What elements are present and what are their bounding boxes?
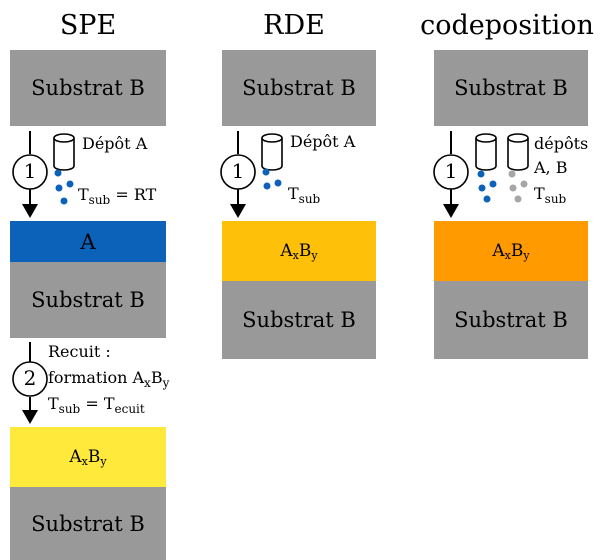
spe-substrate-top-label: Substrat B bbox=[31, 76, 145, 100]
spe-layer-a: A bbox=[10, 221, 166, 262]
spe-deposition-dots bbox=[54, 169, 74, 205]
rde-title: RDE bbox=[263, 10, 325, 41]
spe-substrate-top: Substrat B bbox=[10, 50, 166, 126]
codep-crucible-a-icon bbox=[475, 133, 497, 171]
codep-substrate-top: Substrat B bbox=[434, 50, 588, 126]
spe-step1-label: Dépôt A bbox=[82, 134, 148, 153]
rde-step1-label: Dépôt A bbox=[290, 132, 356, 151]
spe-step2-arrow bbox=[22, 342, 38, 424]
spe-layer-a-label: A bbox=[80, 229, 96, 254]
codep-axby-layer: AxBy bbox=[434, 221, 588, 281]
spe-step1-number: 1 bbox=[23, 159, 37, 183]
spe-step1-temperature: Tsub = RT bbox=[78, 185, 157, 207]
rde-step1-arrow bbox=[230, 131, 246, 218]
rde-substrate-bottom-label: Substrat B bbox=[242, 308, 356, 332]
spe-axby-layer: AxBy bbox=[10, 427, 166, 487]
rde-crucible-icon bbox=[261, 133, 283, 171]
codep-step1-temperature: Tsub bbox=[534, 184, 567, 206]
rde-substrate-top-label: Substrat B bbox=[242, 76, 356, 100]
rde-substrate-bottom: Substrat B bbox=[222, 281, 376, 359]
codep-deposition-dots-a bbox=[477, 170, 497, 203]
spe-step2-line2: formation AxBy bbox=[48, 368, 170, 390]
codep-substrate-bottom: Substrat B bbox=[434, 281, 588, 359]
spe-step2-circle bbox=[12, 361, 48, 397]
codep-substrate-bottom-label: Substrat B bbox=[454, 308, 568, 332]
spe-crucible-icon bbox=[53, 133, 75, 171]
spe-step2-temperature: Tsub = Tecuit bbox=[48, 394, 145, 416]
spe-substrate-bottom: Substrat B bbox=[10, 487, 166, 560]
rde-substrate-top: Substrat B bbox=[222, 50, 376, 126]
codep-step1-arrow bbox=[443, 131, 459, 218]
rde-step1-temperature: Tsub bbox=[288, 184, 321, 206]
spe-substrate-mid: Substrat B bbox=[10, 262, 166, 338]
rde-step1-number: 1 bbox=[231, 159, 245, 183]
codeposition-title: codeposition bbox=[420, 10, 594, 41]
spe-substrate-mid-label: Substrat B bbox=[31, 288, 145, 312]
spe-step2-line1: Recuit : bbox=[48, 342, 111, 361]
rde-axby-label: AxBy bbox=[280, 240, 318, 262]
codep-step1-number: 1 bbox=[444, 159, 458, 183]
rde-deposition-dots bbox=[262, 168, 282, 190]
codep-crucible-b-icon bbox=[507, 133, 529, 171]
codep-step1-label2: A, B bbox=[534, 158, 568, 177]
spe-axby-label: AxBy bbox=[69, 446, 107, 468]
spe-title: SPE bbox=[59, 10, 117, 41]
codep-deposition-dots-b bbox=[508, 170, 528, 203]
spe-step1-circle bbox=[12, 154, 48, 190]
codep-step1-label1: dépôts bbox=[534, 134, 589, 153]
codep-step1-circle bbox=[433, 154, 469, 190]
codep-axby-label: AxBy bbox=[492, 240, 530, 262]
rde-step1-circle bbox=[220, 154, 256, 190]
spe-substrate-bottom-label: Substrat B bbox=[31, 511, 145, 536]
codep-substrate-top-label: Substrat B bbox=[454, 76, 568, 100]
spe-step2-number: 2 bbox=[23, 366, 37, 390]
rde-axby-layer: AxBy bbox=[222, 221, 376, 281]
spe-step1-arrow bbox=[22, 131, 38, 218]
